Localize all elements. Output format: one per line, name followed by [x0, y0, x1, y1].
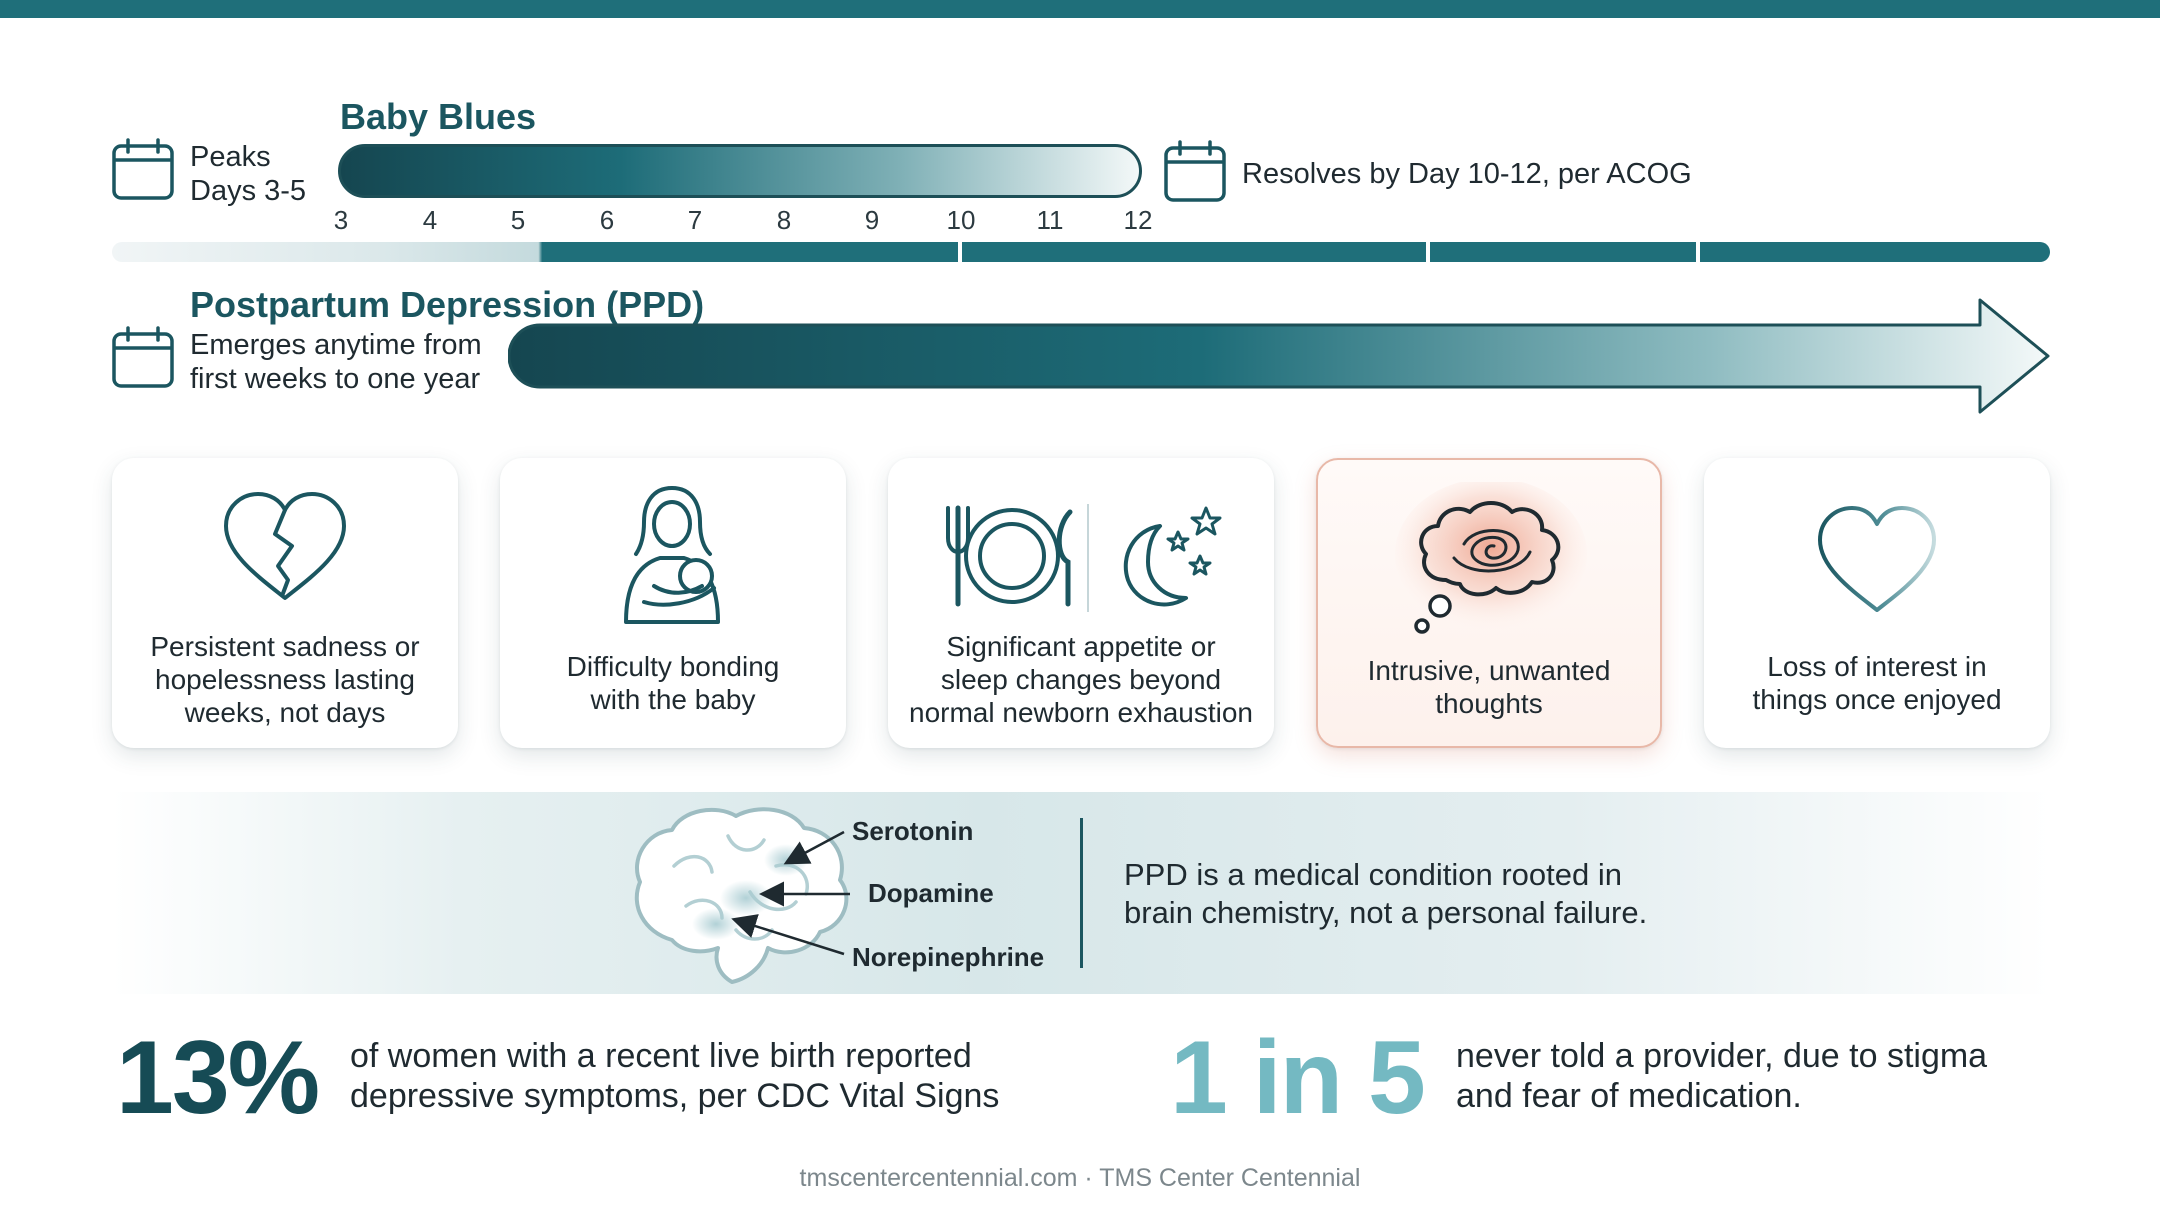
stat-13-percent: 13% — [116, 1020, 320, 1136]
symptom-card-sadness: Persistent sadness or hopelessness lasti… — [112, 458, 458, 748]
timeline-track — [112, 242, 2050, 262]
track-divider — [1426, 242, 1430, 262]
mother-holding-baby-icon — [624, 486, 720, 624]
serotonin-label: Serotonin — [852, 816, 974, 846]
tangled-thought-bubble-icon — [1395, 482, 1587, 634]
day-tick-label: 11 — [1036, 205, 1064, 235]
dopamine-label: Dopamine — [868, 878, 994, 908]
day-tick-label: 5 — [510, 205, 526, 235]
symptom-text: Difficulty bonding with the baby — [566, 651, 780, 715]
calendar-icon — [112, 326, 174, 388]
peaks-label: Peaks Days 3-5 — [190, 141, 307, 207]
day-tick-label: 9 — [864, 205, 880, 235]
section-divider — [1080, 818, 1083, 968]
stat-1-in-5: 1 in 5 — [1170, 1020, 1426, 1136]
norepinephrine-label: Norepinephrine — [852, 942, 1045, 972]
stat-description: never told a provider, due to stigma and… — [1456, 1037, 1988, 1115]
footer-source: tmscentercentennial.com · TMS Center Cen… — [799, 1164, 1361, 1192]
day-tick-label: 10 — [946, 205, 976, 235]
calendar-icon — [112, 138, 174, 200]
ppd-timeline-arrow — [508, 298, 2050, 414]
top-accent-bar — [0, 0, 2160, 18]
symptom-text: Loss of interest in things once enjoyed — [1752, 651, 2002, 715]
neurotransmitter-pointer-arrows — [731, 830, 850, 956]
day-tick-label: 7 — [687, 205, 703, 235]
symptom-card-bonding: Difficulty bonding with the baby — [500, 458, 846, 748]
symptom-text: Significant appetite or sleep changes be… — [909, 631, 1253, 728]
symptom-card-intrusive-thoughts: Intrusive, unwanted thoughts — [1316, 458, 1662, 748]
symptom-card-appetite-sleep: Significant appetite or sleep changes be… — [888, 458, 1274, 748]
emerges-label: Emerges anytime from first weeks to one … — [190, 329, 482, 395]
track-divider — [1696, 242, 1700, 262]
symptom-text: Persistent sadness or hopelessness lasti… — [150, 631, 420, 728]
track-divider — [958, 242, 962, 262]
day-tick-label: 12 — [1123, 205, 1153, 235]
heart-outline-icon — [1818, 506, 1936, 612]
baby-blues-bar — [338, 144, 1142, 198]
resolves-label: Resolves by Day 10-12, per ACOG — [1242, 158, 1692, 190]
utensils-plate-moon-stars-icon — [946, 504, 1222, 612]
symptom-card-loss-of-interest: Loss of interest in things once enjoyed — [1704, 458, 2050, 748]
stat-description: of women with a recent live birth report… — [350, 1037, 1000, 1115]
day-tick-label: 4 — [422, 205, 438, 235]
ppd-title: Postpartum Depression (PPD) — [190, 284, 705, 325]
baby-blues-title: Baby Blues — [340, 96, 537, 137]
broken-heart-icon — [224, 492, 346, 600]
ppd-statement: PPD is a medical condition rooted in bra… — [1124, 857, 1648, 930]
day-tick-label: 3 — [333, 205, 349, 235]
day-tick-label: 8 — [776, 205, 792, 235]
calendar-icon — [1164, 140, 1226, 202]
day-tick-label: 6 — [599, 205, 615, 235]
symptom-text: Intrusive, unwanted thoughts — [1367, 655, 1611, 719]
